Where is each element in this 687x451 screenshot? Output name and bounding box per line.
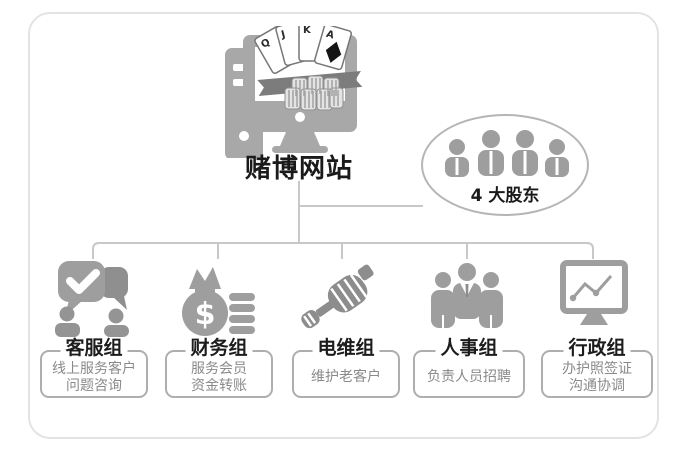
card-letter: J <box>279 29 286 41</box>
group-desc-line: 资金转账 <box>191 377 247 394</box>
group-title: 财务组 <box>185 337 253 360</box>
group-desc-line: 负责人员招聘 <box>427 369 511 385</box>
group-title: 人事组 <box>435 337 503 360</box>
money-bag-icon: $ <box>182 267 255 336</box>
group-desc-line: 维护老客户 <box>311 369 381 385</box>
card-letter: K <box>303 26 312 36</box>
poker-chips-icon <box>284 75 344 111</box>
group-desc-line: 沟通协调 <box>569 377 625 394</box>
monitor-base <box>272 146 328 153</box>
group-box-admin: 行政组 办护照签证 沟通协调 <box>541 337 653 398</box>
shareholders-ellipse: 4 大股东 <box>421 114 589 216</box>
gambling-computer-icon: Q J K A <box>225 26 363 158</box>
group-title: 客服组 <box>60 337 128 360</box>
monitor-chart-icon <box>560 260 628 325</box>
group-title: 电维组 <box>312 337 380 360</box>
group-box-finance: 财务组 服务会员 资金转账 <box>165 337 273 398</box>
dollar-glyph: $ <box>195 297 216 332</box>
shareholders-label: 4 大股东 <box>470 186 540 206</box>
monitor-button <box>295 112 305 122</box>
playing-cards-icon: Q J K A <box>254 26 353 74</box>
group-box-maintenance: 电维组 维护老客户 <box>292 337 400 398</box>
monitor-stand <box>280 132 320 146</box>
group-box-hr: 人事组 负责人员招聘 <box>413 337 525 398</box>
card-a: A <box>313 26 353 71</box>
outer-frame <box>28 12 659 439</box>
monitor-stand <box>580 314 608 325</box>
group-desc-line: 办护照签证 <box>562 360 632 377</box>
group-title: 行政组 <box>563 337 631 360</box>
group-desc-line: 线上服务客户 <box>52 360 136 377</box>
hand-screwdriver-icon <box>301 264 374 329</box>
people-group-icon <box>431 263 503 328</box>
group-desc-line: 服务会员 <box>191 360 247 377</box>
group-desc-line: 问题咨询 <box>66 377 122 394</box>
diamond-pip-icon <box>325 41 342 63</box>
shareholders-people-icon <box>445 130 569 177</box>
chat-bubbles-icon <box>55 261 129 337</box>
tower-button <box>239 131 249 141</box>
root-title: 赌博网站 <box>244 154 353 184</box>
card-letter: A <box>325 29 336 42</box>
group-box-customer-service: 客服组 线上服务客户 问题咨询 <box>40 337 148 398</box>
